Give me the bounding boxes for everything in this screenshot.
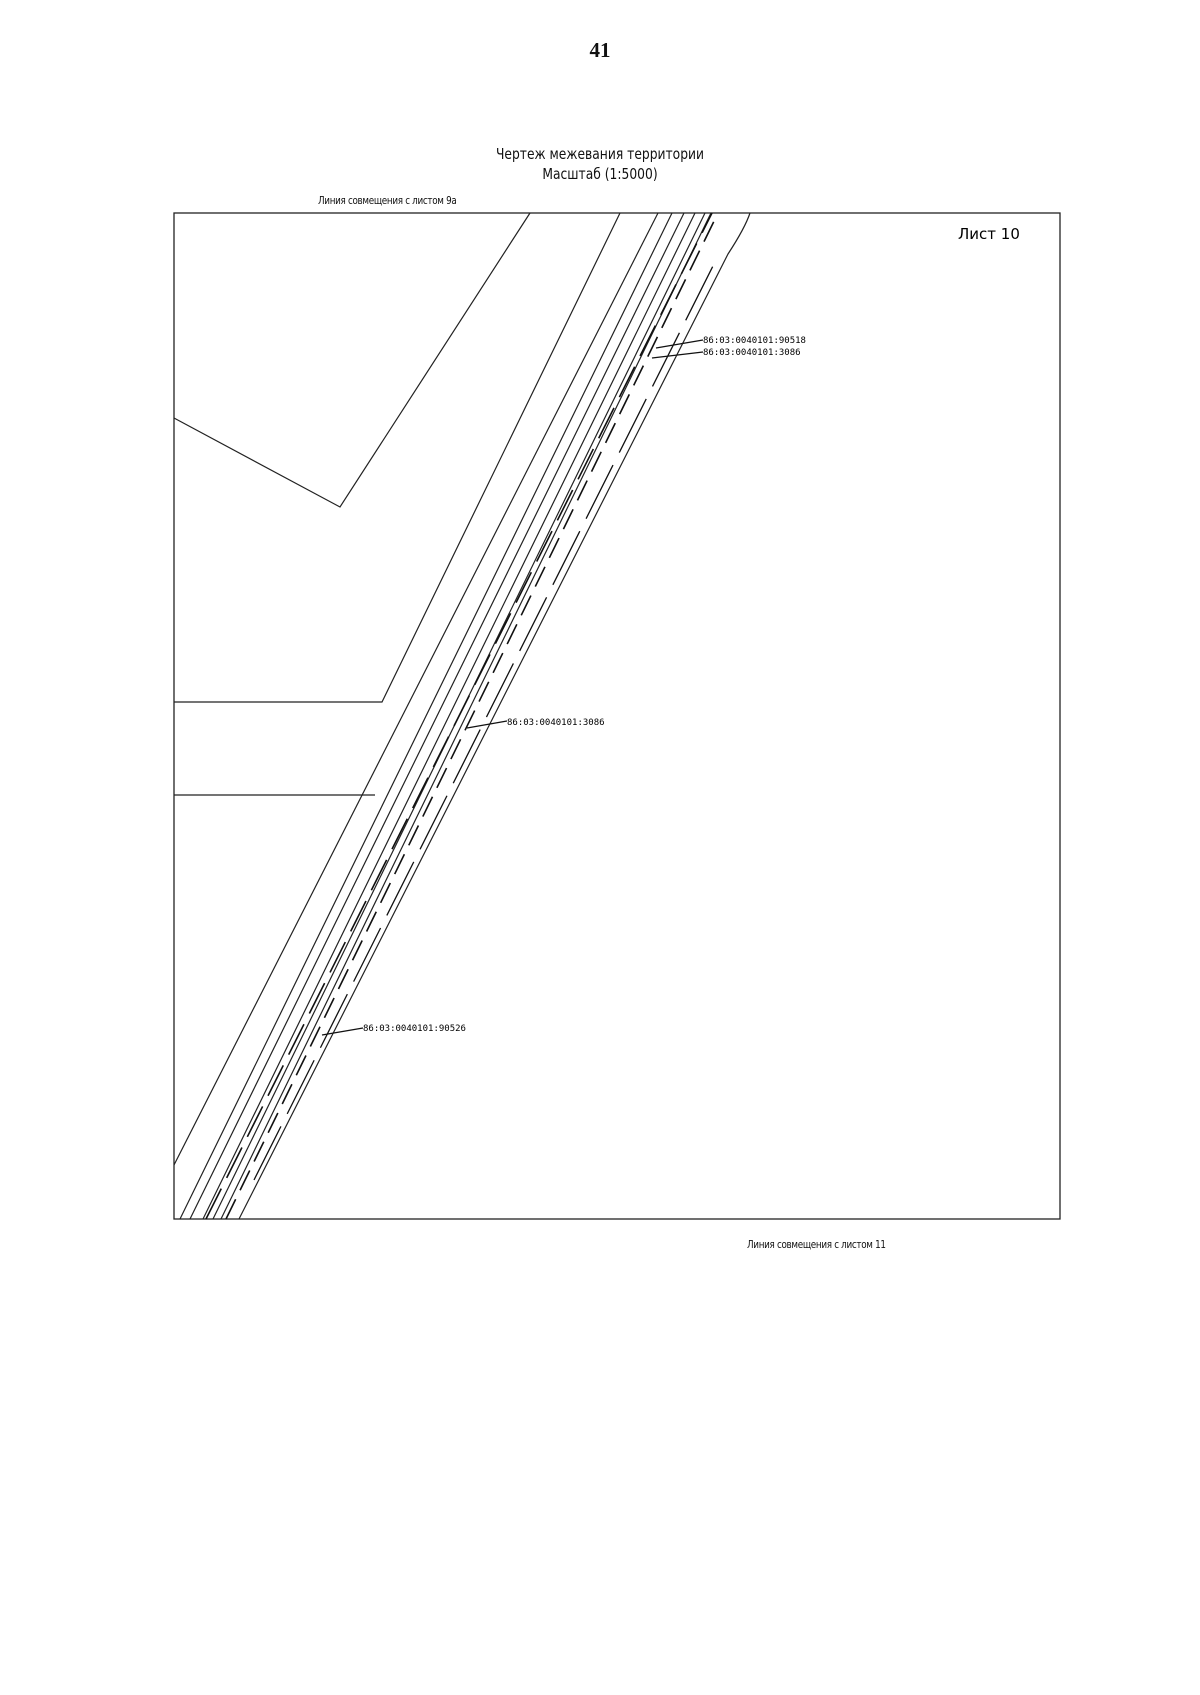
map-frame — [173, 212, 1061, 1220]
match-line-bottom-label: Линия совмещения с листом 11 — [747, 1238, 886, 1251]
drawing-scale: Масштаб (1:5000) — [542, 165, 658, 183]
label-leaders — [321, 339, 704, 1036]
road-corridor — [173, 212, 751, 1220]
parcel-label: 86:03:0040101:90518 — [703, 336, 806, 346]
road-centerlines — [205, 212, 719, 1220]
parcel-label: 86:03:0040101:90526 — [363, 1024, 466, 1034]
sheet-label: Лист 10 — [958, 225, 1020, 243]
parcel-label: 86:03:0040101:3086 — [507, 718, 605, 728]
road-edge-dashed — [253, 255, 719, 1181]
parcel-label: 86:03:0040101:3086 — [703, 348, 801, 358]
match-line-top-label: Линия совмещения с листом 9а — [318, 194, 457, 207]
page-number: 41 — [589, 38, 611, 62]
parcel-boundaries — [173, 212, 621, 796]
drawing-title: Чертеж межевания территории — [496, 145, 704, 163]
